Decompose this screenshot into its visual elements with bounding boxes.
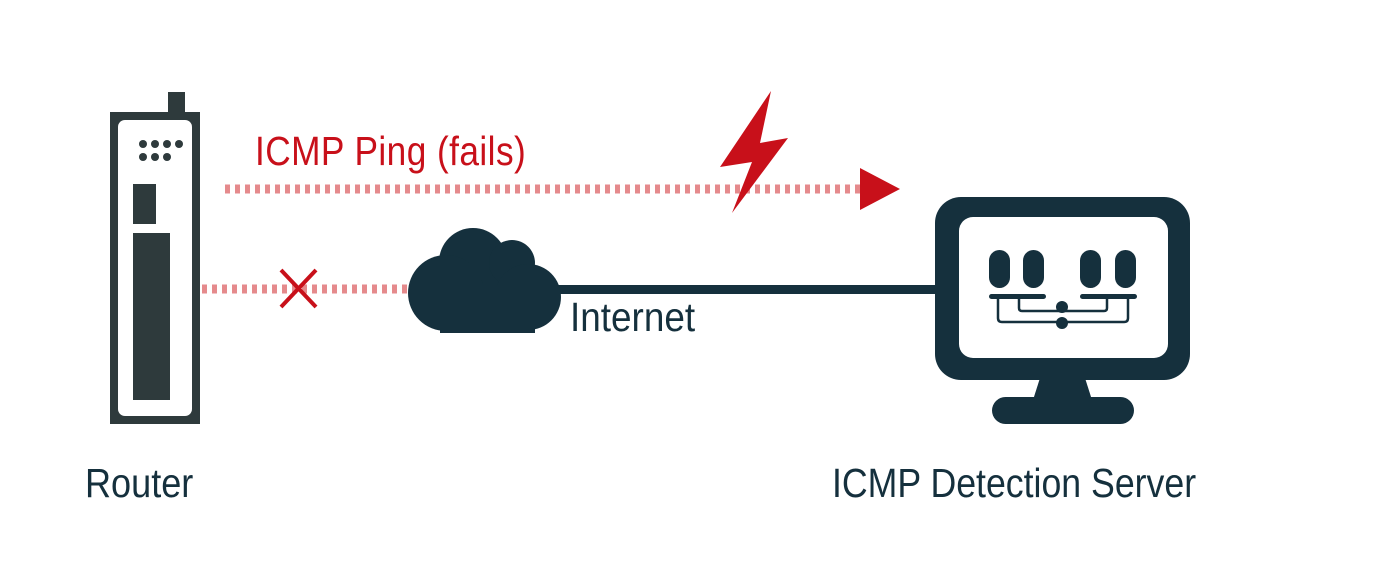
monitor-icon [935,197,1190,424]
detection-graphic [989,250,1137,329]
monitor-base [992,397,1134,424]
router-large-panel [133,233,170,400]
router-antenna [168,92,185,114]
cloud-icon [408,228,561,333]
internet-connection-line [540,285,938,294]
icmp-ping-label: ICMP Ping (fails) [255,128,527,174]
monitor-neck [1033,378,1092,400]
lightning-bolt-icon [720,91,788,213]
arrowhead-icon [860,168,900,210]
x-mark-icon [279,268,318,309]
monitor-screen [959,217,1168,358]
router-led-dots [139,140,183,161]
internet-label: Internet [570,294,696,340]
server-label: ICMP Detection Server [832,460,1197,506]
router-icon [110,92,200,424]
router-small-panel [133,184,156,224]
router-label: Router [85,460,194,506]
